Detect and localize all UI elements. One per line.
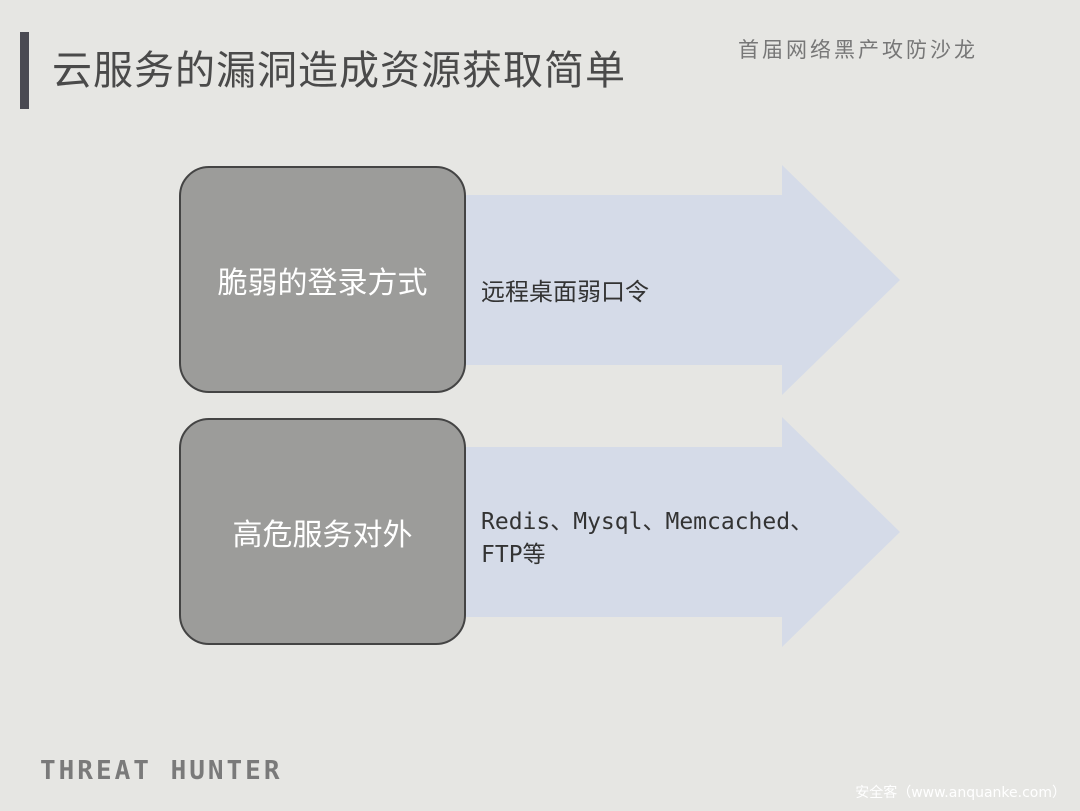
slide-title: 云服务的漏洞造成资源获取简单 [52, 48, 626, 94]
category-label: 高危服务对外 [232, 517, 413, 553]
arrow-shape [460, 165, 900, 395]
category-box: 脆弱的登录方式 [179, 166, 466, 393]
category-detail: 远程桌面弱口令 [481, 278, 649, 306]
category-detail: Redis、Mysql、Memcached、FTP等 [481, 509, 814, 568]
arrow-shape [460, 417, 900, 647]
watermark: 安全客（www.anquanke.com） [855, 785, 1066, 801]
category-label: 脆弱的登录方式 [217, 265, 428, 301]
category-box: 高危服务对外 [179, 418, 466, 645]
title-accent-bar [20, 32, 29, 109]
threat-hunter-logo: THREAT HUNTER [40, 756, 283, 786]
event-name: 首届网络黑产攻防沙龙 [738, 38, 978, 62]
